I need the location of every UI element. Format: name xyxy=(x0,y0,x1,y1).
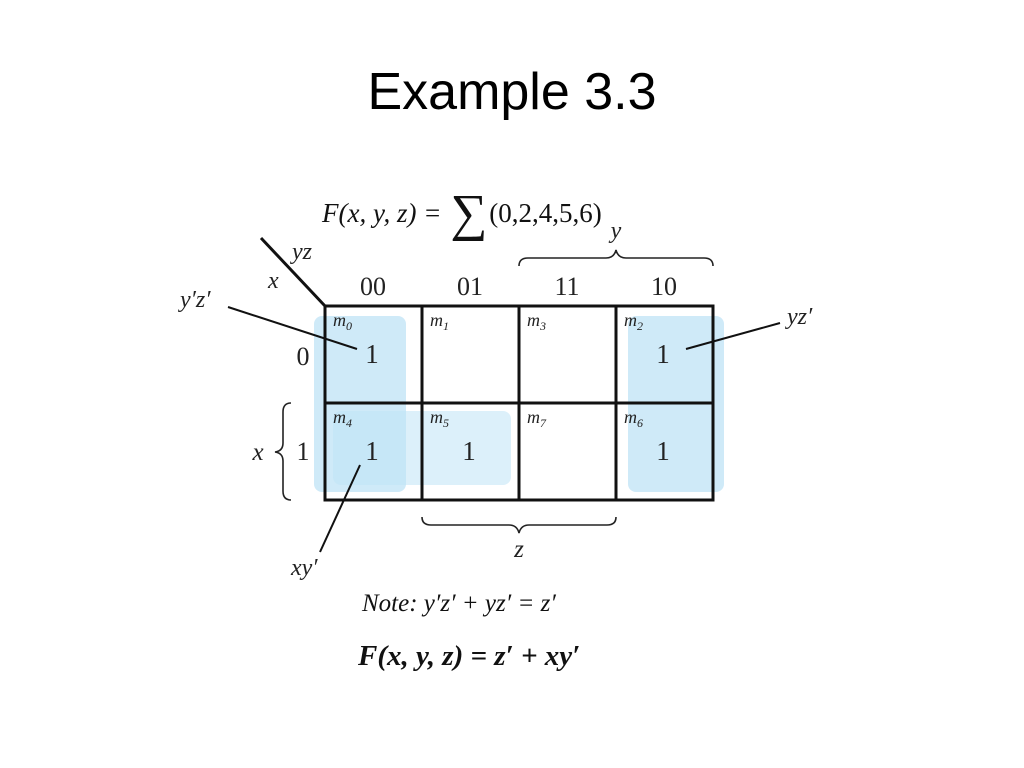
brace-x-label: x xyxy=(251,439,263,466)
callout-label-yz-prime: yz′ xyxy=(785,304,813,330)
minterm-label: m2 xyxy=(624,310,643,333)
brace-y-label: y xyxy=(609,218,622,244)
col-header-00: 00 xyxy=(360,272,386,301)
function-lhs: F(x, y, z) = xyxy=(322,198,442,228)
col-header-01: 01 xyxy=(457,272,483,301)
row-header-0: 0 xyxy=(297,342,310,371)
cell-value: 1 xyxy=(462,436,476,466)
callout-line-yz-prime xyxy=(685,322,781,350)
minterm-label: m4 xyxy=(333,407,352,430)
brace-z-label: z xyxy=(513,536,524,563)
brace-y xyxy=(518,249,714,267)
callout-label-y-prime-z-prime: y′z′ xyxy=(178,287,211,313)
note-text: Note: y′z′ + yz′ = z′ xyxy=(362,590,556,617)
col-header-11: 11 xyxy=(554,272,579,301)
minterm-label: m7 xyxy=(527,407,547,430)
brace-x xyxy=(274,402,292,501)
kmap-grid xyxy=(323,304,715,502)
minterm-label: m5 xyxy=(430,407,449,430)
sigma-symbol: ∑ xyxy=(450,185,488,242)
cell-value: 1 xyxy=(656,436,670,466)
row-header-1: 1 xyxy=(297,437,310,466)
col-header-10: 10 xyxy=(651,272,677,301)
minterm-label: m1 xyxy=(430,310,449,333)
callout-label-xy-prime: xy′ xyxy=(290,555,318,581)
callout-line-y-prime-z-prime xyxy=(227,306,358,350)
cell-value: 1 xyxy=(365,436,379,466)
corner-col-variable: yz xyxy=(290,239,313,265)
slide-title: Example 3.3 xyxy=(367,63,657,121)
minterm-list: (0,2,4,5,6) xyxy=(489,198,602,228)
cell-value: 1 xyxy=(365,339,379,369)
callout-line-xy-prime xyxy=(319,464,361,553)
cell-value: 1 xyxy=(656,339,670,369)
corner-row-variable: x xyxy=(267,268,279,294)
minterm-label: m0 xyxy=(333,310,352,333)
result-expression: F(x, y, z) = z′ + xy′ xyxy=(358,640,581,672)
corner-diagonal xyxy=(259,236,327,308)
brace-z xyxy=(421,516,617,534)
function-definition: F(x, y, z) = ∑(0,2,4,5,6) xyxy=(322,176,602,242)
minterm-label: m6 xyxy=(624,407,643,430)
minterm-label: m3 xyxy=(527,310,546,333)
